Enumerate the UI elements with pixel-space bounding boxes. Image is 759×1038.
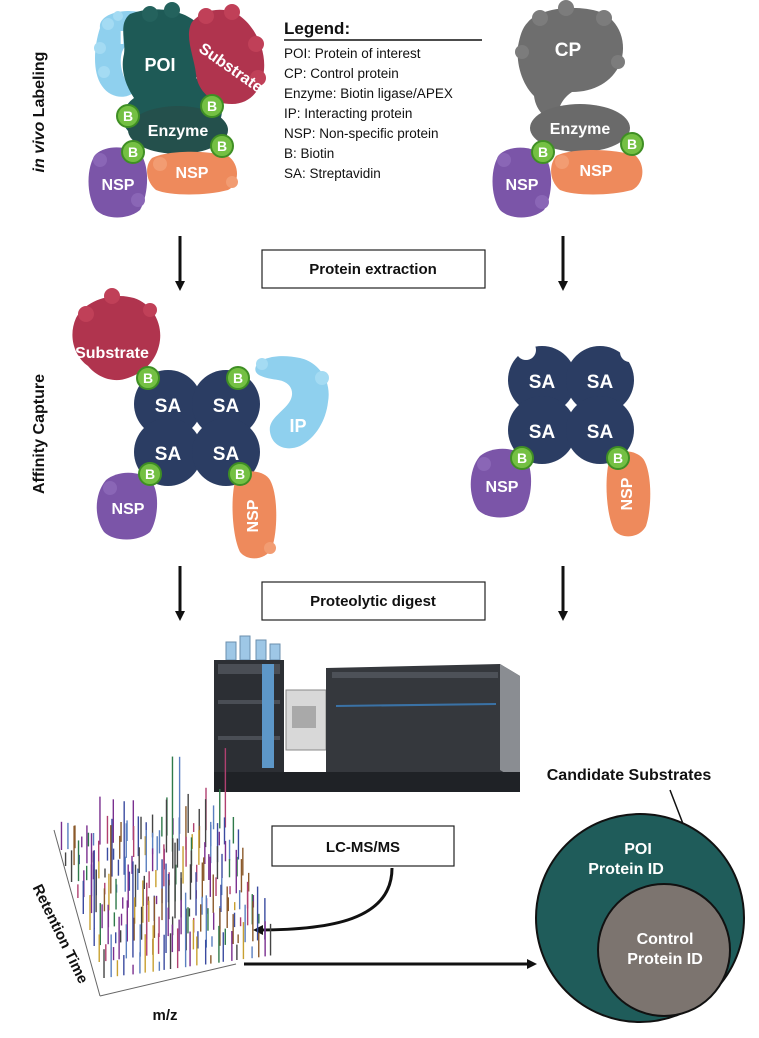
legend-item: B: Biotin [284,146,334,161]
venn-diagram: Candidate Substrates POI Protein ID Cont… [535,767,745,1023]
labeling-complex-poi: IP POI Substrate Enzyme NSP [88,2,266,218]
svg-text:B: B [517,450,527,466]
svg-text:B: B [217,138,227,154]
side-label-labeling: in vivo Labeling [31,52,48,173]
spectrum-peaks [60,748,272,978]
sa-subunit [508,346,576,414]
nsp-label-purple-left: NSP [102,177,135,194]
legend-item: CP: Control protein [284,66,399,81]
nsp-label-purple-control: NSP [486,479,519,496]
svg-text:B: B [145,466,155,482]
substrate-label-captured: Substrate [75,345,149,362]
venn-outer-label: Protein ID [588,861,664,878]
svg-text:SA: SA [213,396,240,417]
nsp-protein-purple-right: NSP [492,147,552,218]
svg-text:SA: SA [213,444,240,465]
svg-text:B: B [207,98,217,114]
nsp-protein-purple-left: NSP [88,147,148,218]
enzyme-protein-left: Enzyme [128,106,228,154]
arrow-curved [253,867,394,935]
legend-item: POI: Protein of interest [284,46,421,61]
svg-text:SA: SA [529,372,556,393]
capture-complex-control: SA SA SA SA NSP NSP B B [470,336,651,537]
svg-text:SA: SA [155,396,182,417]
svg-text:B: B [128,144,138,160]
nsp-label-orange-captured: NSP [245,499,262,532]
enzyme-label-left: Enzyme [148,123,209,140]
legend-item: IP: Interacting protein [284,106,412,121]
step-label: LC-MS/MS [326,839,400,856]
venn-inner-label: Control [637,931,694,948]
biotin-icon: B [210,134,234,158]
nsp-label-orange-control: NSP [619,477,636,510]
capture-complex-poi: Substrate IP SA SA SA SA NSP NSP B [72,288,329,559]
sa-subunit [566,346,634,414]
svg-text:SA: SA [529,422,556,443]
cp-label: CP [555,40,582,61]
venn-outer-label: POI [624,841,652,858]
svg-text:B: B [613,450,623,466]
biotin-icon: B [606,446,630,470]
biotin-icon: B [138,462,162,486]
svg-text:SA: SA [155,444,182,465]
biotin-icon: B [121,140,145,164]
substrate-protein: Substrate [188,4,266,104]
ip-label-captured: IP [289,416,306,436]
step-proteolytic-digest: Proteolytic digest [261,581,486,621]
svg-text:B: B [627,136,637,152]
lc-ms-instrument [214,635,520,792]
biotin-icon: B [620,132,644,156]
nsp-protein-orange-left: NSP [147,151,238,195]
legend-item: NSP: Non-specific protein [284,126,439,141]
venn-inner-circle [597,883,731,1017]
legend: Legend: POI: Protein of interest CP: Con… [284,19,482,181]
nsp-label-purple-right: NSP [506,177,539,194]
cp-protein: CP [515,0,625,123]
svg-text:SA: SA [587,372,614,393]
side-label-affinity-capture: Affinity Capture [31,374,48,494]
nsp-protein-orange-right: NSP [551,150,643,195]
svg-text:SA: SA [587,422,614,443]
step-protein-extraction: Protein extraction [261,249,486,289]
streptavidin-tetramer: SA SA SA SA [508,336,640,464]
substrate-protein-captured: Substrate [72,288,161,381]
biotin-icon: B [136,366,160,390]
labeling-complex-control: CP Enzyme NSP NSP B B [492,0,644,218]
poi-label: POI [144,55,175,75]
biotin-icon: B [510,446,534,470]
nsp-protein-purple-captured: NSP [96,472,158,540]
enzyme-protein-right: Enzyme [530,104,630,152]
svg-text:B: B [538,144,548,160]
legend-item: Enzyme: Biotin ligase/APEX [284,86,453,101]
svg-text:B: B [143,370,153,386]
biotin-icon: B [200,94,224,118]
legend-item: SA: Streptavidin [284,166,381,181]
biotin-icon: B [531,140,555,164]
enzyme-label-right: Enzyme [550,121,611,138]
svg-text:B: B [123,108,133,124]
legend-title: Legend: [284,19,350,38]
ip-protein-captured: IP [255,356,329,449]
step-label: Proteolytic digest [310,593,436,610]
venn-title: Candidate Substrates [547,767,712,784]
svg-text:B: B [233,370,243,386]
biotin-icon: B [228,462,252,486]
venn-inner-label: Protein ID [627,951,703,968]
step-label: Protein extraction [309,261,437,278]
biotin-icon: B [116,104,140,128]
nsp-label-orange-left: NSP [176,165,209,182]
nsp-label-orange-right: NSP [580,163,613,180]
step-lc-ms-ms: LC-MS/MS [271,825,455,867]
nsp-label-purple-captured: NSP [112,501,145,518]
axis-label-retention-time: Retention Time [29,882,92,987]
axis-label-mz: m/z [152,1007,177,1024]
biotin-icon: B [226,366,250,390]
svg-text:B: B [235,466,245,482]
